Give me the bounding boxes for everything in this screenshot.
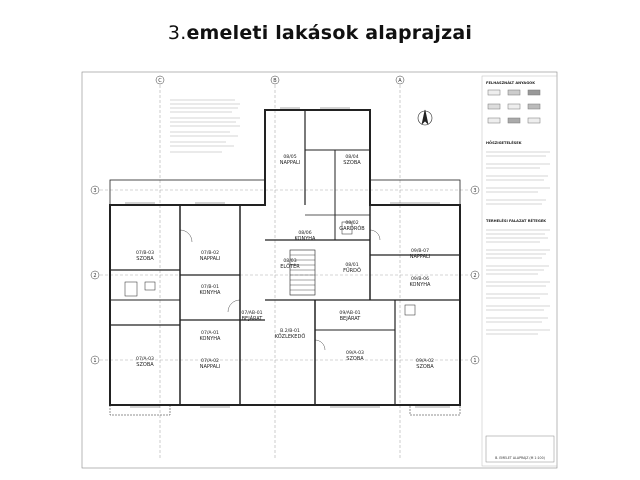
axis-label-1-right: 1: [473, 358, 476, 364]
room-name: BEJÁRAT: [242, 315, 264, 322]
room-name: SZOBA: [416, 364, 434, 370]
room-code: 08/02: [345, 220, 358, 226]
room-code: 09/A-03: [346, 350, 364, 356]
room-code: 09/B-06: [411, 276, 429, 282]
drawing-footer-label: B. EMELET ALAPRAJZ (M 1:100): [495, 456, 545, 460]
room-name: SZOBA: [136, 256, 154, 262]
room-name: BEJÁRAT: [340, 315, 362, 322]
legend-heading-layers: TERHELÉSI FALAZAT RÉTEGEK: [486, 218, 546, 223]
room-code: 08/05: [283, 154, 296, 160]
room-labels: 08/05 NAPPALI 08/04 SZOBA 08/06 KONYHA 0…: [136, 154, 434, 370]
room-code: B.2/B-01: [280, 328, 300, 334]
room-code: 08/04: [345, 154, 358, 160]
room-name: NAPPALI: [200, 364, 221, 370]
room-code: 07/B-03: [136, 250, 154, 256]
north-arrow-icon: [417, 109, 433, 126]
title-number: 3.: [167, 22, 187, 44]
room-name: SZOBA: [136, 362, 154, 368]
room-name: KONYHA: [200, 290, 221, 296]
axis-label-1-left: 1: [93, 358, 96, 364]
room-name: KONYHA: [410, 282, 431, 288]
axis-markers-side: [90, 185, 480, 365]
axis-label-b: B: [273, 78, 277, 84]
room-name: NAPPALI: [200, 256, 221, 262]
building-walls: [109, 109, 461, 416]
room-code: 07/A-02: [201, 358, 219, 364]
room-code: 08/01: [345, 262, 358, 268]
room-code: 07/A-03: [136, 356, 154, 362]
room-code: 07/A-01: [201, 330, 219, 336]
axis-label-2-left: 2: [93, 273, 96, 279]
room-code: 07/B-01: [201, 284, 219, 290]
axis-label-3-right: 3: [473, 188, 476, 194]
page-title: 3.emeleti lakások alaprajzai: [0, 22, 640, 44]
axis-markers-top: [155, 75, 405, 460]
room-name: KONYHA: [200, 336, 221, 342]
title-text: emeleti lakások alaprajzai: [186, 22, 473, 44]
room-name: SZOBA: [343, 160, 361, 166]
room-code: 09/B-07: [411, 248, 429, 254]
room-code: 08/03: [283, 258, 296, 264]
axis-label-3-left: 3: [93, 188, 96, 194]
room-code: 07/AB-01: [241, 310, 262, 316]
room-name: KÖZLEKEDŐ: [275, 333, 306, 340]
legend-heading-insulation: HŐSZIGETELÉSEK: [486, 140, 522, 145]
room-code: 09/A-02: [416, 358, 434, 364]
legend-heading-materials: FELHASZNÁLT ANYAGOK: [486, 80, 535, 85]
room-name: NAPPALI: [410, 254, 431, 260]
legend-panel: FELHASZNÁLT ANYAGOK HŐSZIGETELÉSEK TERHE…: [481, 75, 558, 467]
room-name: NAPPALI: [280, 160, 301, 166]
room-code: 07/B-02: [201, 250, 219, 256]
window-marks: [125, 107, 450, 408]
room-name: ELŐTÉR: [280, 262, 300, 270]
room-code: 09/AB-01: [339, 310, 360, 316]
room-name: GARDRÓB: [339, 225, 365, 232]
room-name: SZOBA: [346, 356, 364, 362]
axis-label-2-right: 2: [473, 273, 476, 279]
room-name: FÜRDŐ: [343, 267, 361, 274]
room-name: KONYHA: [295, 236, 316, 242]
axis-label-a: A: [398, 78, 402, 84]
axis-label-c: C: [158, 78, 162, 84]
notes-block: [170, 99, 240, 153]
room-code: 08/06: [298, 230, 311, 236]
title-block: [485, 435, 555, 463]
